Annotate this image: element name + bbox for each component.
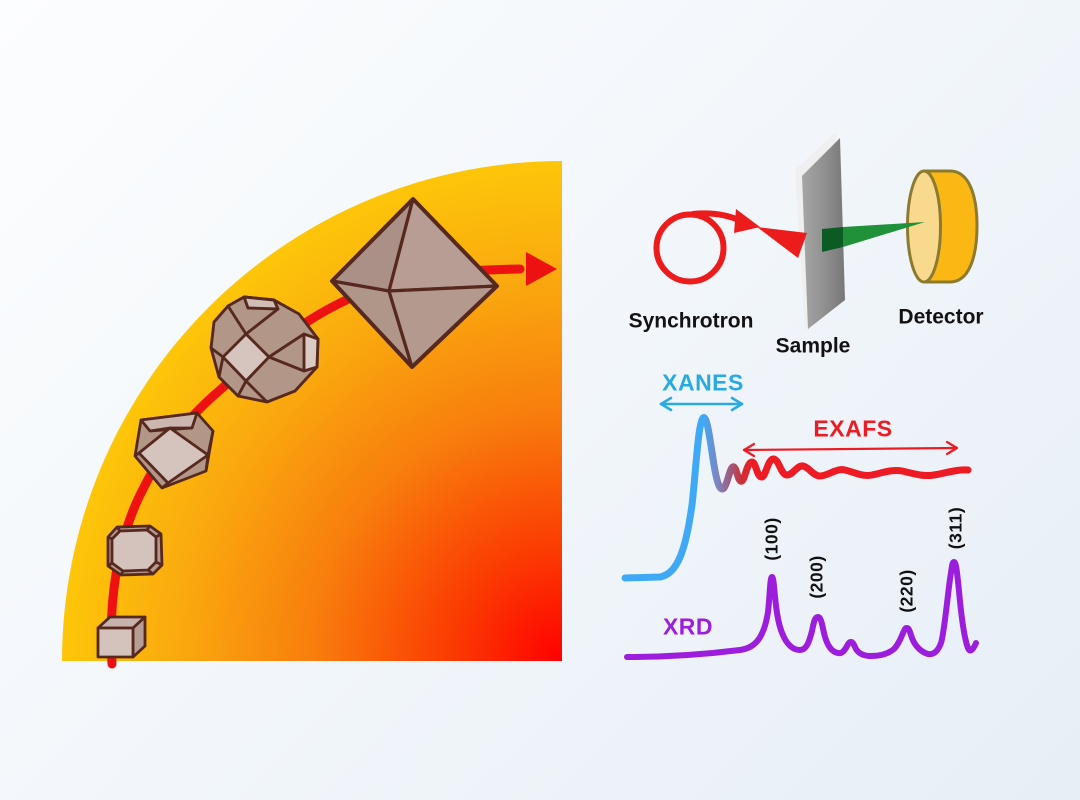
beamline-schematic bbox=[653, 132, 979, 331]
nanoparticle-truncated-octahedron bbox=[209, 295, 320, 404]
exafs-label: EXAFS bbox=[813, 415, 893, 442]
xrd-curve bbox=[624, 558, 979, 660]
xanes-label: XANES bbox=[662, 369, 744, 396]
growth-arrow-head-icon bbox=[526, 252, 557, 286]
detector-icon bbox=[906, 169, 979, 284]
xrd-peak-label-200: (200) bbox=[806, 555, 827, 599]
nanoparticle-growth-panel bbox=[62, 161, 562, 669]
beam-red bbox=[757, 227, 807, 258]
xas-curve bbox=[621, 414, 972, 582]
xrd-peak-label-220: (220) bbox=[896, 569, 917, 613]
beam-green bbox=[843, 222, 925, 247]
xrd-label: XRD bbox=[662, 613, 714, 640]
nanoparticle-cuboctahedron bbox=[133, 411, 215, 490]
beam-green-inside-sample bbox=[822, 227, 843, 252]
xrd-peak-label-311: (311) bbox=[945, 506, 966, 550]
synchrotron-arrow-head-icon bbox=[734, 209, 760, 233]
detector-label: Detector bbox=[898, 305, 984, 329]
xas-spectrum bbox=[621, 396, 972, 582]
nanoparticle-cube bbox=[96, 615, 147, 659]
synchrotron-ring-icon bbox=[653, 211, 727, 285]
xanes-range-arrow-icon bbox=[659, 396, 744, 412]
synchrotron-label: Synchrotron bbox=[628, 309, 754, 333]
sample-label: Sample bbox=[775, 334, 851, 358]
nanoparticle-octahedron bbox=[330, 197, 499, 369]
nanoparticle-truncated-cube bbox=[106, 524, 164, 577]
exafs-range-arrow-icon bbox=[742, 440, 959, 458]
xrd-pattern bbox=[624, 558, 979, 660]
growth-gradient-background bbox=[62, 161, 562, 661]
xrd-peak-label-100: (100) bbox=[761, 517, 782, 561]
